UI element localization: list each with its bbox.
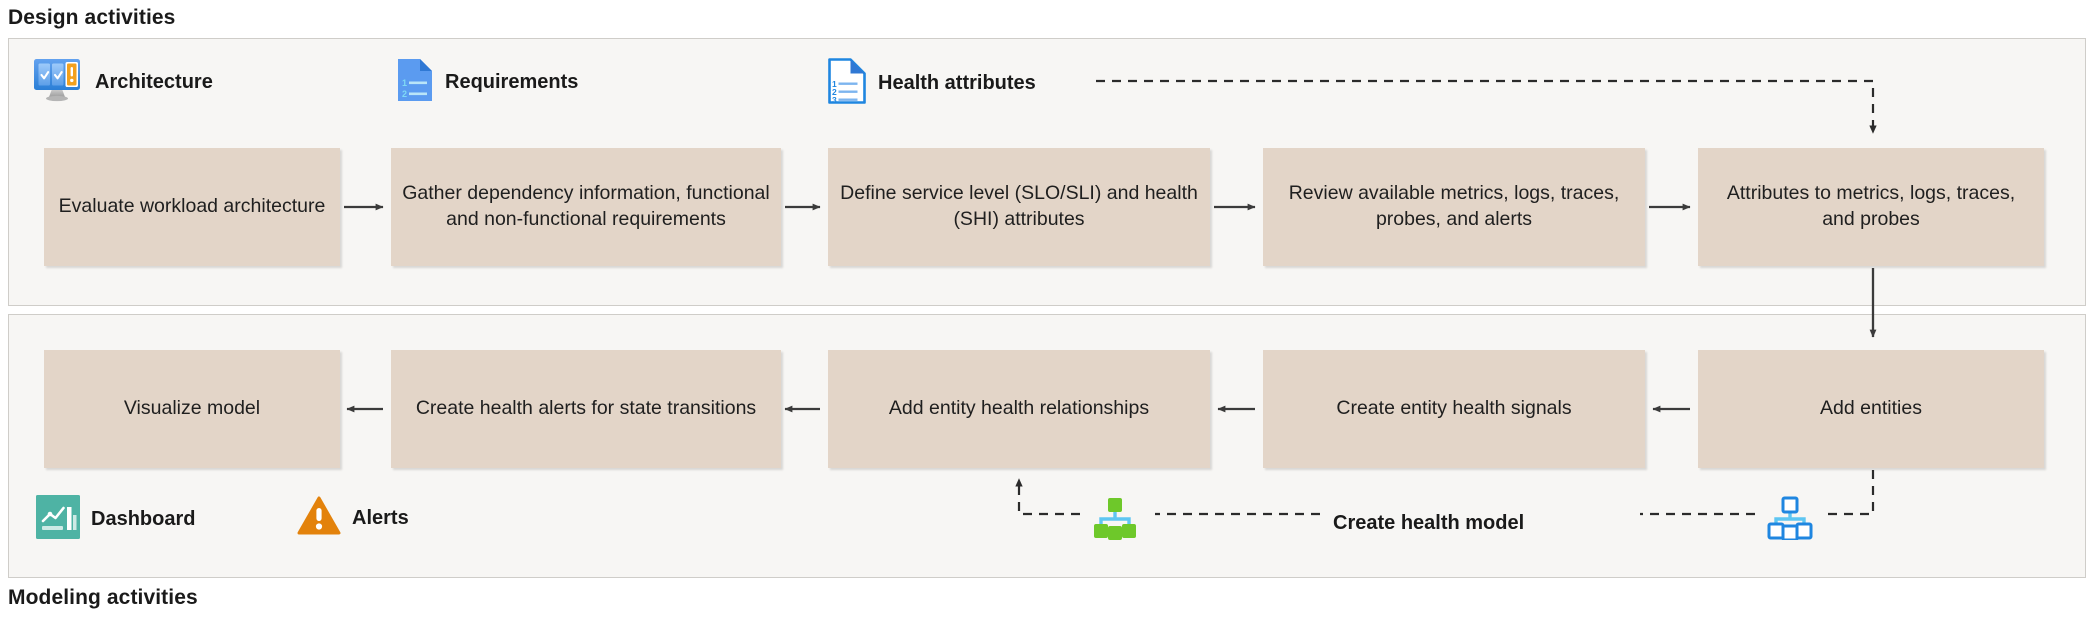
page-title-design-activities: Design activities — [8, 6, 176, 29]
requirements-document-icon: 1 2 — [396, 57, 434, 108]
svg-text:2: 2 — [832, 87, 837, 97]
legend-label-health-attributes: Health attributes — [878, 72, 1036, 94]
legend-health-attributes: 1 2 3 Health attributes — [827, 57, 1036, 110]
node-add-entity-health-relationships[interactable]: Add entity health relationships — [828, 350, 1210, 468]
page-title-modeling-activities: Modeling activities — [8, 586, 198, 609]
svg-text:1: 1 — [832, 79, 837, 89]
node-review-available-metrics[interactable]: Review available metrics, logs, traces, … — [1263, 148, 1645, 266]
node-define-service-level[interactable]: Define service level (SLO/SLI) and healt… — [828, 148, 1210, 266]
node-evaluate-workload-architecture[interactable]: Evaluate workload architecture — [44, 148, 340, 266]
legend-label-architecture: Architecture — [95, 71, 213, 93]
alerts-warning-icon — [297, 495, 341, 542]
node-create-health-alerts[interactable]: Create health alerts for state transitio… — [391, 350, 781, 468]
hierarchy-blue-icon — [1765, 496, 1815, 545]
hierarchy-green-icon — [1090, 496, 1140, 545]
legend-architecture: Architecture — [32, 57, 213, 108]
node-gather-dependency-information[interactable]: Gather dependency information, functiona… — [391, 148, 781, 266]
svg-text:3: 3 — [832, 95, 837, 105]
node-create-entity-health-signals[interactable]: Create entity health signals — [1263, 350, 1645, 468]
hierarchy-blue-icon-wrap — [1765, 496, 1815, 545]
health-attributes-document-icon: 1 2 3 — [827, 57, 867, 110]
legend-label-alerts: Alerts — [352, 507, 409, 529]
svg-text:1: 1 — [402, 78, 407, 88]
legend-alerts: Alerts — [297, 495, 409, 542]
svg-text:2: 2 — [402, 89, 407, 99]
node-add-entities[interactable]: Add entities — [1698, 350, 2044, 468]
architecture-monitor-icon — [32, 57, 84, 108]
legend-requirements: 1 2 Requirements — [396, 57, 578, 108]
node-visualize-model[interactable]: Visualize model — [44, 350, 340, 468]
legend-label-requirements: Requirements — [445, 71, 579, 93]
node-attributes-to-metrics[interactable]: Attributes to metrics, logs, traces, and… — [1698, 148, 2044, 266]
hierarchy-green-icon-wrap — [1090, 496, 1140, 545]
flow-label-create-health-model: Create health model — [1333, 512, 1525, 534]
legend-dashboard: Dashboard — [36, 495, 195, 544]
dashboard-chart-icon — [36, 495, 80, 544]
legend-label-dashboard: Dashboard — [91, 508, 196, 530]
